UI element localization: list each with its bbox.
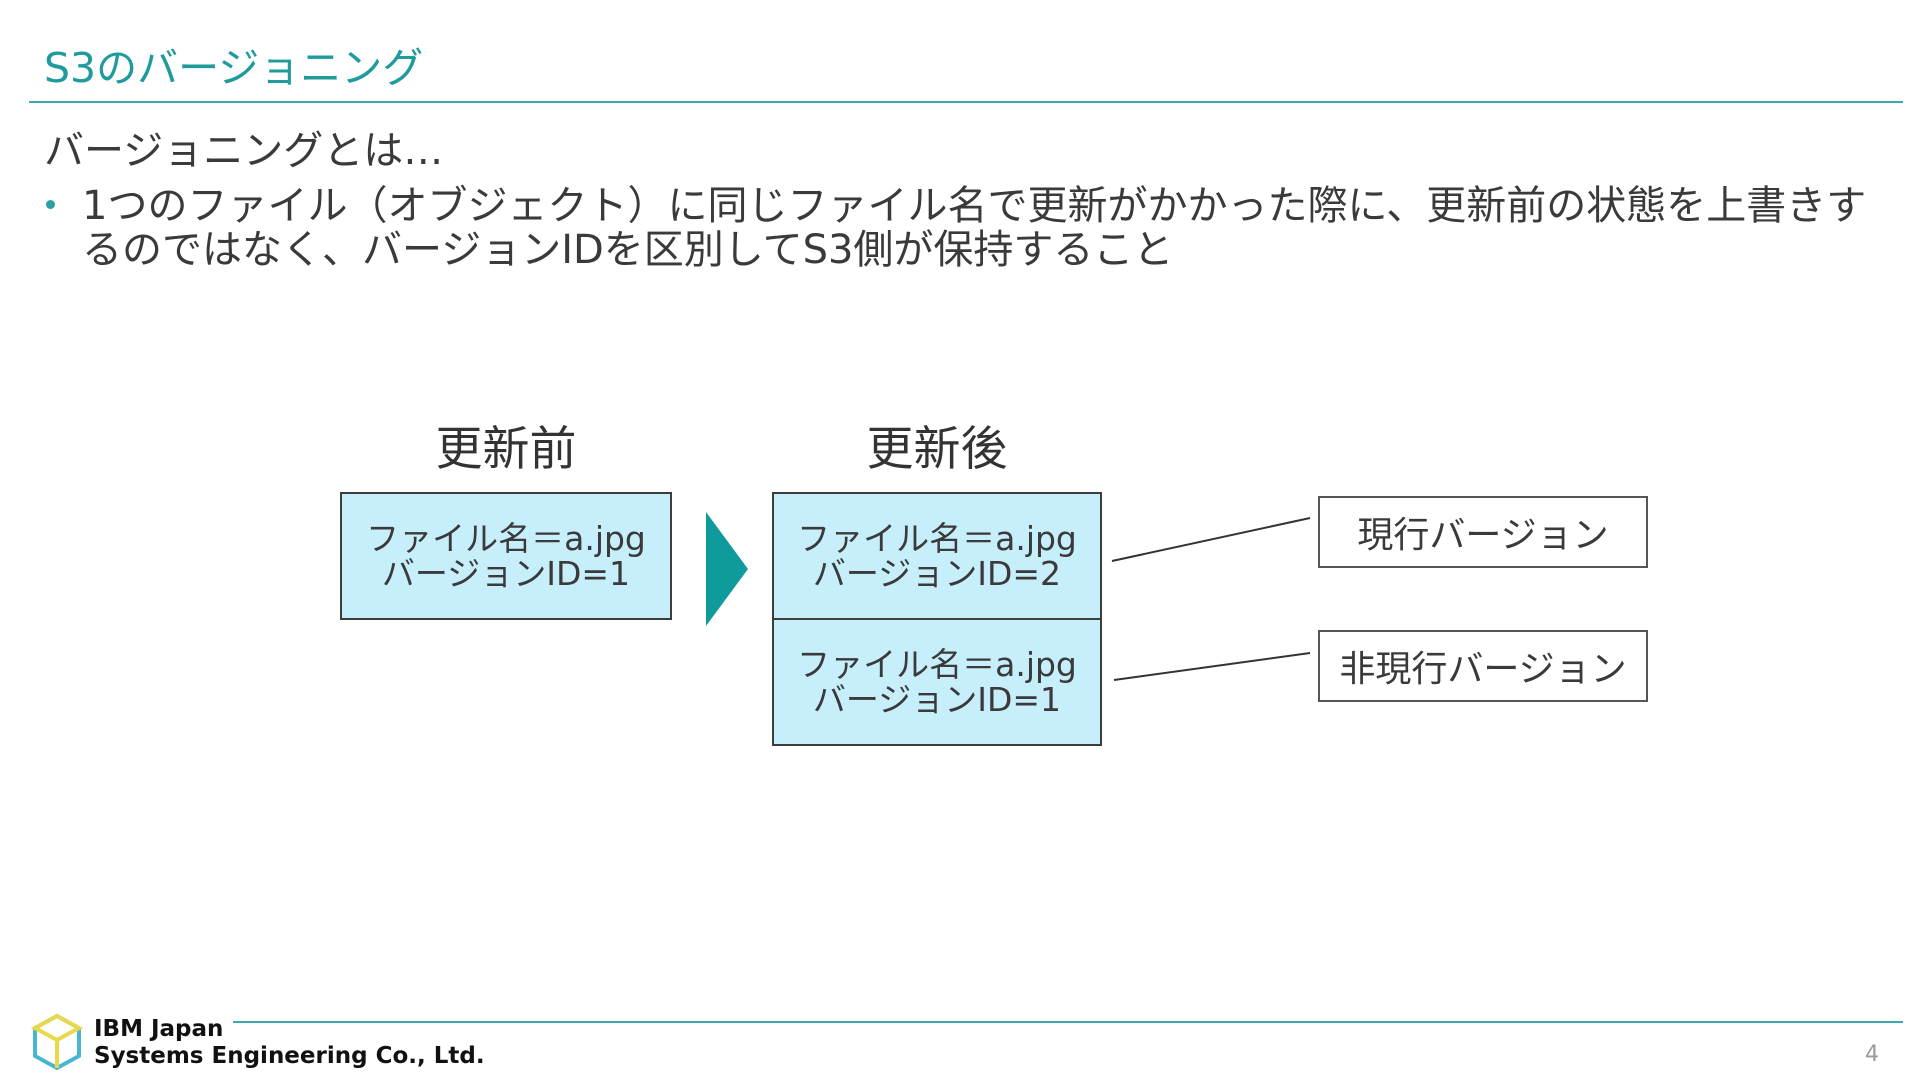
- footer-divider: [233, 1021, 1903, 1023]
- connector-current-line: [1111, 517, 1311, 562]
- after-current-filename: ファイル名＝a.jpg: [797, 519, 1077, 558]
- before-label: 更新前: [435, 422, 577, 477]
- title-divider: [29, 101, 1903, 103]
- after-label: 更新後: [866, 422, 1008, 477]
- page-number: 4: [1865, 1042, 1879, 1067]
- before-version-id: バージョンID=1: [381, 554, 631, 593]
- company-name-line1: IBM Japan: [94, 1016, 224, 1042]
- after-noncurrent-version-id: バージョンID=1: [812, 680, 1062, 719]
- after-object-box-current: ファイル名＝a.jpg バージョンID=2: [772, 492, 1102, 620]
- noncurrent-version-label: 非現行バージョン: [1318, 630, 1648, 702]
- before-filename: ファイル名＝a.jpg: [366, 519, 646, 558]
- company-name-line2: Systems Engineering Co., Ltd.: [94, 1043, 485, 1069]
- after-current-version-id: バージョンID=2: [812, 554, 1062, 593]
- subheading: バージョニングとは…: [44, 128, 444, 174]
- after-object-box-noncurrent: ファイル名＝a.jpg バージョンID=1: [772, 618, 1102, 746]
- before-object-box: ファイル名＝a.jpg バージョンID=1: [340, 492, 672, 620]
- after-noncurrent-filename: ファイル名＝a.jpg: [797, 645, 1077, 684]
- slide-title: S3のバージョニング: [44, 44, 424, 92]
- connector-noncurrent-line: [1113, 652, 1311, 681]
- company-logo-icon: [30, 1013, 84, 1071]
- company-name: IBM Japan Systems Engineering Co., Ltd.: [94, 1016, 485, 1070]
- current-version-label: 現行バージョン: [1318, 496, 1648, 568]
- bullet-text: 1つのファイル（オブジェクト）に同じファイル名で更新がかかった際に、更新前の状態…: [82, 183, 1867, 273]
- arrow-right-icon: [706, 512, 748, 626]
- connector-lines: [1111, 517, 1311, 681]
- bullet-dot-icon: [46, 200, 55, 209]
